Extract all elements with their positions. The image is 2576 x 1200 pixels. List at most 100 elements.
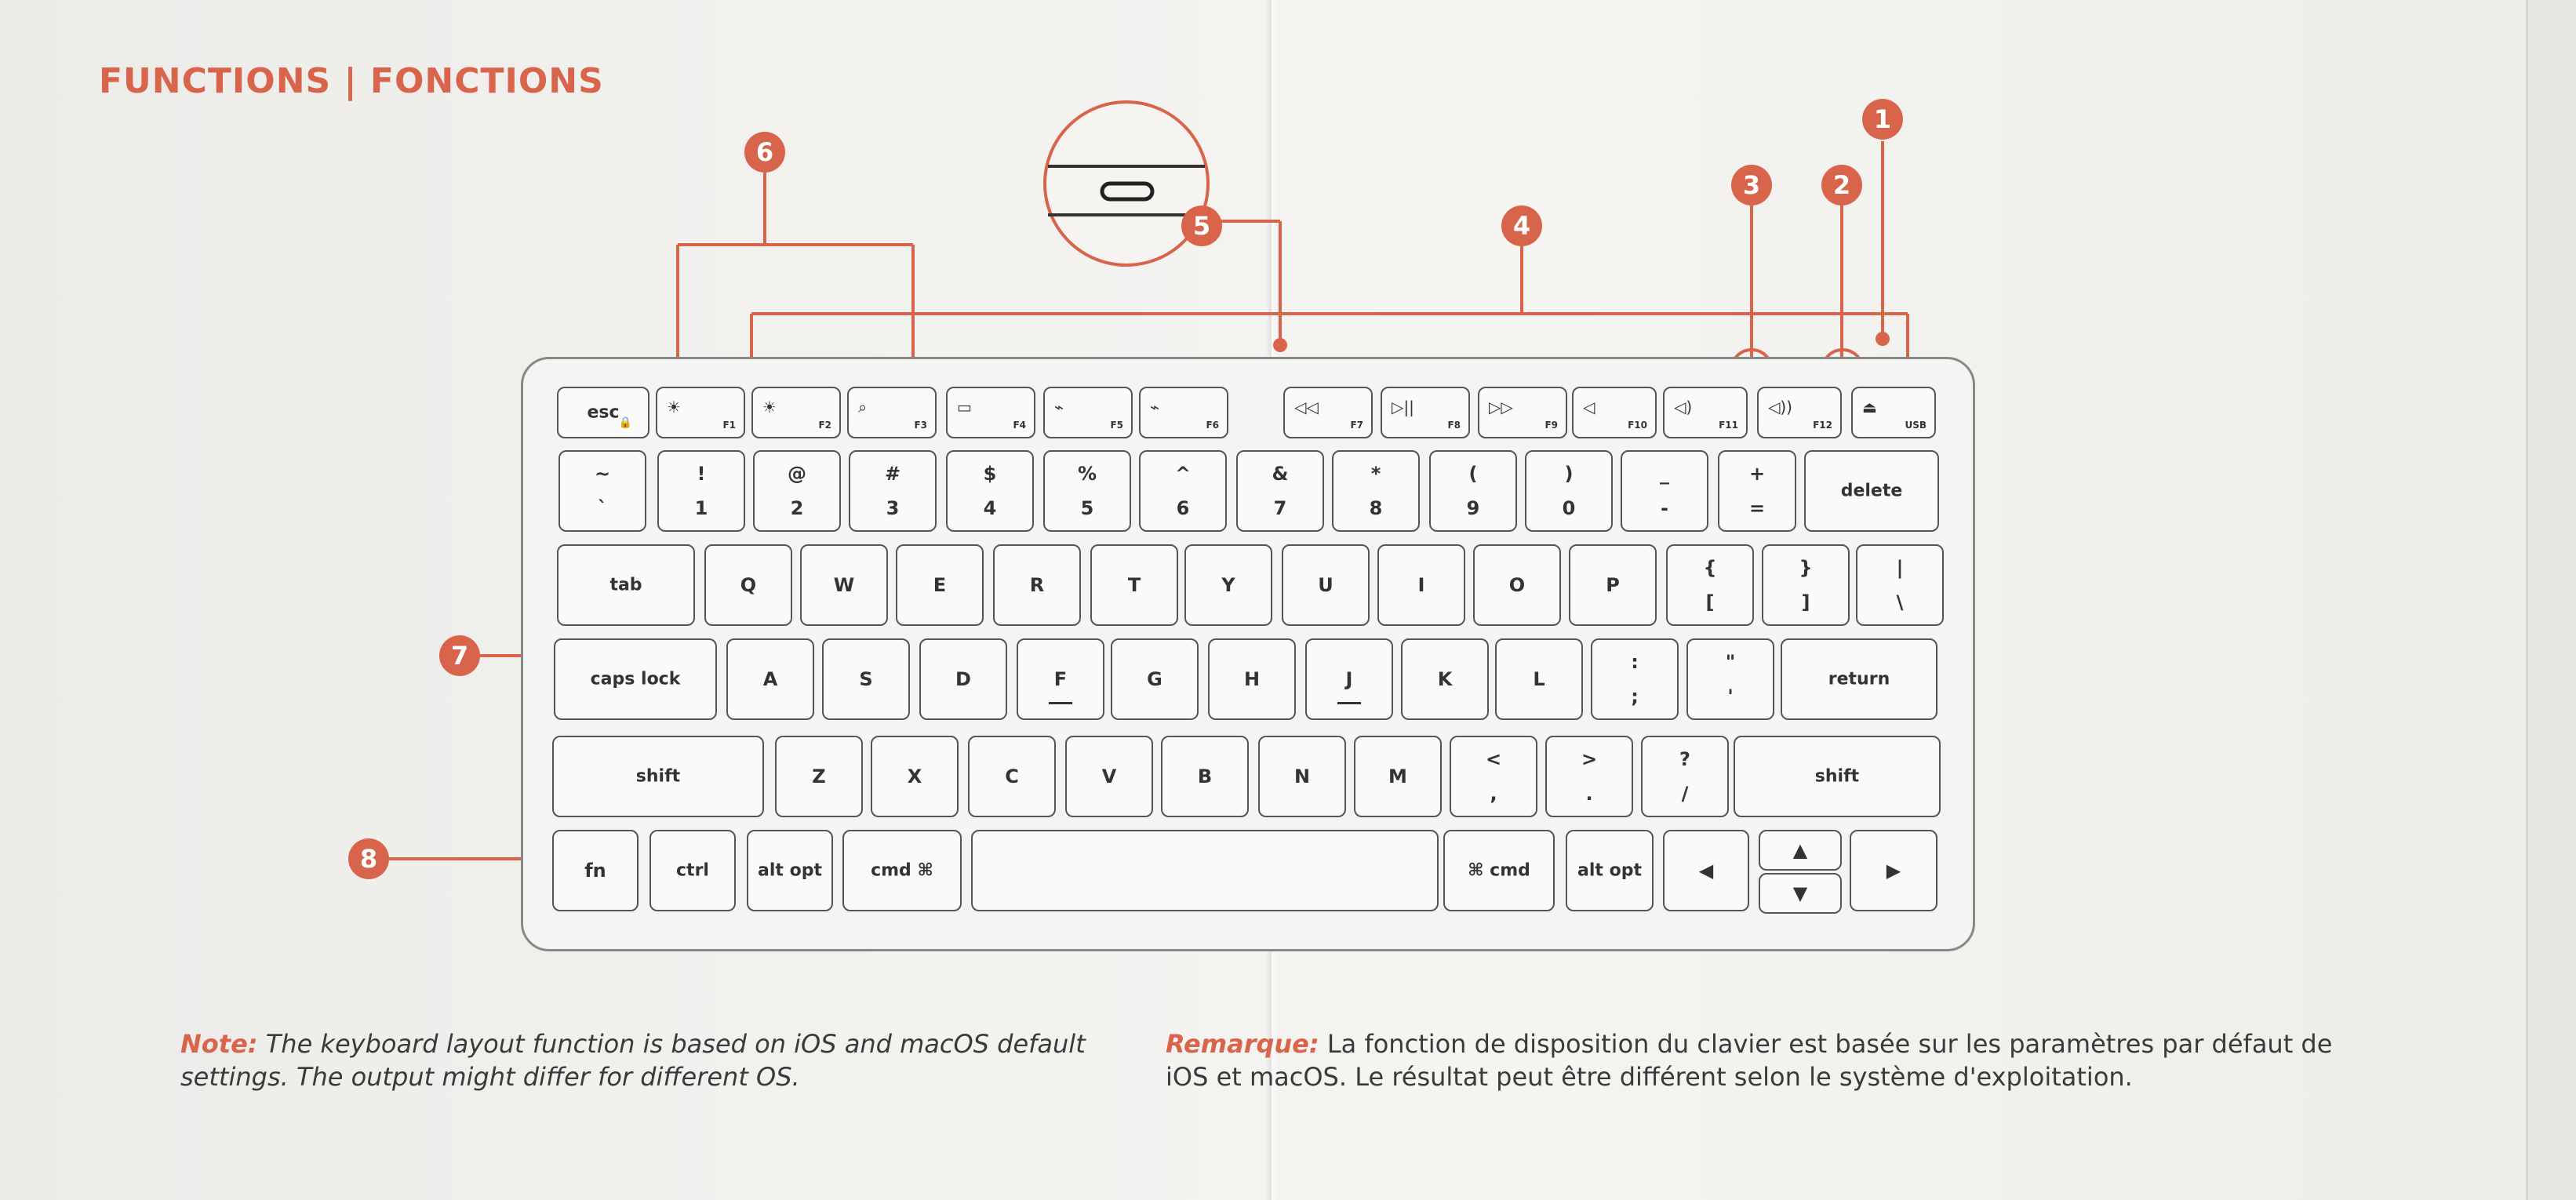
key-h: H	[1208, 638, 1296, 720]
key-shift-symbol: *	[1370, 463, 1381, 485]
key-r: R	[993, 544, 1081, 626]
key-k: K	[1401, 638, 1489, 720]
key-symbol: |\	[1856, 544, 1944, 626]
key-label: C	[1005, 765, 1019, 787]
key-symbol: +=	[1718, 450, 1796, 532]
note-english: Note: The keyboard layout function is ba…	[180, 1027, 1122, 1093]
key-s: S	[822, 638, 910, 720]
callout-4: 4	[1501, 205, 1542, 246]
key-main-symbol: 9	[1466, 497, 1480, 519]
key-label: U	[1318, 574, 1333, 596]
remarque-label: Remarque:	[1166, 1029, 1319, 1059]
key-main-symbol: 5	[1080, 497, 1094, 519]
key-shift-symbol: &	[1272, 463, 1289, 485]
key-f11: ◁)F11	[1663, 387, 1748, 438]
key-label: G	[1147, 668, 1162, 690]
key-label: J	[1345, 668, 1353, 690]
key-label: delete	[1840, 481, 1903, 501]
key-f4: ▭F4	[946, 387, 1035, 438]
key-main-symbol: [	[1705, 591, 1715, 613]
key-esc: esc🔒	[557, 387, 649, 438]
key-symbol: {[	[1666, 544, 1754, 626]
key-label: shift	[1814, 766, 1860, 787]
page-title: FUNCTIONS | FONCTIONS	[99, 61, 604, 101]
key-symbol: >.	[1545, 736, 1633, 817]
key-y: Y	[1184, 544, 1272, 626]
key-t: T	[1090, 544, 1178, 626]
key-label: T	[1127, 574, 1141, 596]
key-symbol: }]	[1762, 544, 1850, 626]
key-label: V	[1101, 765, 1117, 787]
key-label: L	[1533, 668, 1545, 690]
key-label: caps lock	[590, 669, 681, 689]
key-shift-symbol: "	[1725, 651, 1736, 673]
key-label: Y	[1221, 574, 1235, 596]
key-main-symbol: 7	[1273, 497, 1287, 519]
key-e: E	[896, 544, 984, 626]
key-label: R	[1029, 574, 1045, 596]
key-main-symbol: 0	[1562, 497, 1576, 519]
key-shift-symbol: ~	[594, 463, 611, 485]
key-main-symbol: ;	[1631, 685, 1639, 707]
key-ctrl: ctrl	[649, 830, 736, 911]
key-9: (9	[1429, 450, 1517, 532]
media-icon: ⌕	[858, 398, 868, 416]
key-w: W	[800, 544, 888, 626]
key-label: O	[1508, 574, 1526, 596]
key-0: )0	[1525, 450, 1613, 532]
media-icon: ☀	[667, 398, 681, 416]
key-label: ▼	[1792, 882, 1808, 904]
key-c: C	[968, 736, 1056, 817]
key-o: O	[1473, 544, 1561, 626]
callout-8: 8	[348, 838, 389, 879]
function-label: F4	[1013, 420, 1026, 431]
key-4: $4	[946, 450, 1034, 532]
key-symbol: ▶	[1850, 830, 1937, 911]
key-symbol: ◀	[1663, 830, 1749, 911]
function-label: USB	[1905, 420, 1927, 431]
key-8: *8	[1332, 450, 1420, 532]
function-label: F1	[722, 420, 736, 431]
key-shift-symbol: $	[983, 463, 997, 485]
key-label: ▶	[1886, 860, 1901, 882]
media-icon: ▷▷	[1489, 398, 1513, 416]
key-d: D	[919, 638, 1007, 720]
key-label: X	[907, 765, 922, 787]
key-label: alt opt	[1577, 860, 1642, 881]
function-label: F8	[1447, 420, 1461, 431]
key-main-symbol: ,	[1490, 783, 1497, 805]
next-page-edge	[2526, 0, 2576, 1200]
key-symbol: ▼	[1759, 873, 1842, 914]
key-label: shift	[635, 766, 681, 787]
key-usb: ⏏USB	[1851, 387, 1936, 438]
callout-5: 5	[1181, 205, 1222, 246]
callout-3: 3	[1731, 165, 1772, 205]
media-icon: ☀	[762, 398, 777, 416]
key-label: Q	[740, 574, 757, 596]
key-label: cmd ⌘	[871, 860, 933, 881]
key-label: H	[1243, 668, 1261, 690]
key-shift-symbol: %	[1077, 463, 1097, 485]
key-label: P	[1606, 574, 1620, 596]
key-f3: ⌕F3	[847, 387, 937, 438]
key-main-symbol: 2	[790, 497, 804, 519]
key-shift-symbol: !	[697, 463, 706, 485]
key-f5: ⌁F5	[1043, 387, 1133, 438]
key-label: M	[1388, 765, 1407, 787]
key-tab: tab	[557, 544, 695, 626]
key-6: ^6	[1139, 450, 1227, 532]
key-n: N	[1258, 736, 1346, 817]
callout-7: 7	[439, 635, 480, 676]
media-icon: ◁))	[1768, 398, 1792, 416]
key-caps-lock: caps lock	[554, 638, 717, 720]
key-shift-symbol: #	[884, 463, 901, 485]
key-label: W	[833, 574, 855, 596]
key-shift-symbol: )	[1564, 463, 1574, 485]
key-alt-opt: alt opt	[747, 830, 833, 911]
key-shift-symbol: {	[1703, 557, 1717, 579]
key-label: B	[1197, 765, 1213, 787]
key-f6: ⌁F6	[1139, 387, 1228, 438]
key-f8: ▷||F8	[1381, 387, 1470, 438]
key-fn: fn	[552, 830, 639, 911]
function-label: F11	[1719, 420, 1738, 431]
